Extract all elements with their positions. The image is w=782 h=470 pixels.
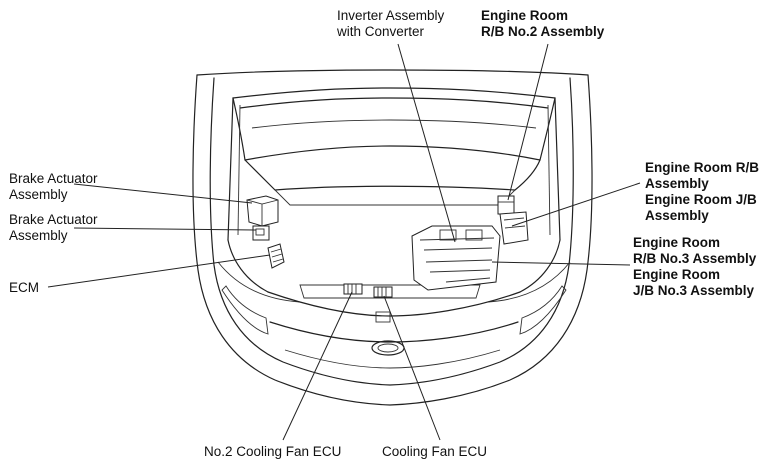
no2-cooling-fan-ecu-label-text: No.2 Cooling Fan ECU xyxy=(204,444,342,459)
inverter-component xyxy=(411,225,501,291)
brake-actuator-1-label-line-1: Brake Actuator xyxy=(9,171,98,186)
inverter-leader xyxy=(397,43,456,243)
engine-room-no3-label-line-2: R/B No.3 Assembly xyxy=(633,251,757,266)
engine-room-rb-jb-component xyxy=(499,211,529,245)
brake-actuator-2-label: Brake Actuator Assembly xyxy=(9,212,98,244)
engine-room-no3-label-line-3: Engine Room xyxy=(633,267,720,282)
engine-room-rb2-label-line-2: R/B No.2 Assembly xyxy=(481,24,605,39)
ecm-label-text: ECM xyxy=(9,280,39,295)
engine-room-rb-jb-label-line-3: Engine Room J/B xyxy=(645,192,757,207)
brake-actuator-1-component xyxy=(246,195,279,227)
engine-room-rb-jb-label-line-1: Engine Room R/B xyxy=(645,160,759,175)
brake-actuator-2-leader xyxy=(73,227,257,231)
vehicle-body-outline xyxy=(192,69,593,406)
brake-actuator-1-label-line-2: Assembly xyxy=(9,187,68,202)
no2-cooling-fan-ecu-label: No.2 Cooling Fan ECU xyxy=(204,444,341,460)
inverter-label-line-1: Inverter Assembly xyxy=(337,8,445,23)
brake-actuator-2-label-line-2: Assembly xyxy=(9,228,68,243)
engine-room-no3-label: Engine Room R/B No.3 Assembly Engine Roo… xyxy=(633,235,756,299)
cooling-fan-ecu-label: Cooling Fan ECU xyxy=(382,444,487,460)
engine-room-rb-jb-label-line-2: Assembly xyxy=(645,176,709,191)
engine-room-rb-jb-leader xyxy=(511,182,641,227)
inverter-label: Inverter Assembly with Converter xyxy=(337,8,444,40)
engine-room-rb2-label-line-1: Engine Room xyxy=(481,8,568,23)
engine-room-rb-jb-label: Engine Room R/B Assembly Engine Room J/B… xyxy=(645,160,759,224)
inverter-label-line-2: with Converter xyxy=(337,24,425,39)
cooling-fan-ecu-components xyxy=(343,283,393,298)
brake-actuator-1-leader xyxy=(73,183,253,204)
cooling-fan-ecu-label-text: Cooling Fan ECU xyxy=(382,444,488,459)
no2-cooling-fan-ecu-leader xyxy=(282,291,353,441)
engine-room-rb2-component xyxy=(497,195,515,215)
ecm-leader xyxy=(47,254,271,288)
engine-room-no3-leader xyxy=(491,261,631,266)
ecm-component xyxy=(267,243,285,269)
brake-actuator-2-label-line-1: Brake Actuator xyxy=(9,212,98,227)
ecm-label: ECM xyxy=(9,280,39,296)
engine-room-no3-label-line-1: Engine Room xyxy=(633,235,720,250)
cooling-fan-ecu-leader xyxy=(383,295,441,441)
engine-room-rb2-leader xyxy=(507,43,549,201)
brake-actuator-1-label: Brake Actuator Assembly xyxy=(9,171,98,203)
brake-actuator-2-component xyxy=(252,225,270,241)
engine-room-rb2-label: Engine Room R/B No.2 Assembly xyxy=(481,8,604,40)
engine-room-no3-label-line-4: J/B No.3 Assembly xyxy=(633,283,755,298)
engine-room-rb-jb-label-line-4: Assembly xyxy=(645,208,709,223)
